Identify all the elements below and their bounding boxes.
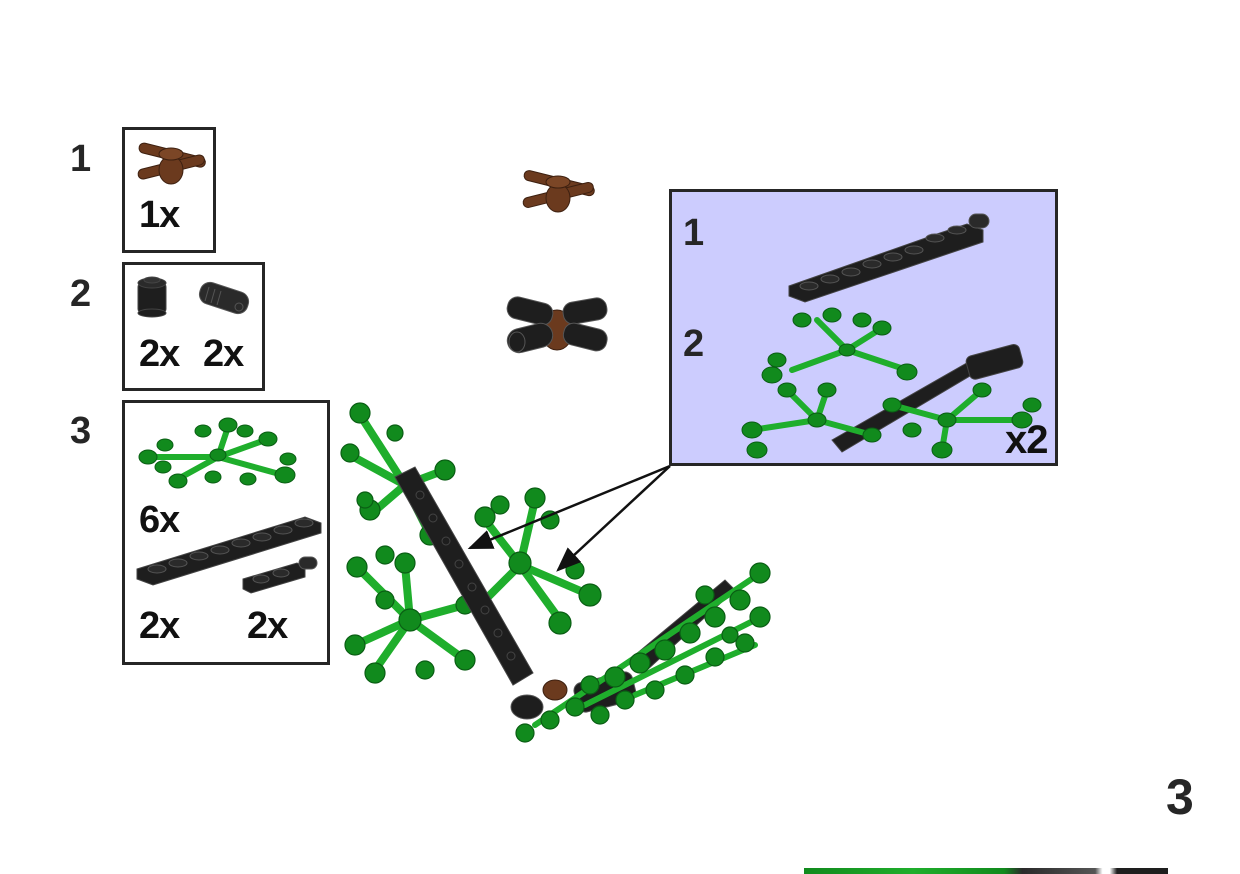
callout-step-number: 2 [683,323,705,365]
hinge-plate-icon [242,556,318,594]
arrow-to-plate [467,464,671,550]
quantity-label: 2x [139,605,180,647]
leaf-assembly-icon [741,307,1042,459]
next-page-preview-strip [804,868,1168,874]
parts-box-step-1: 1x [122,127,216,253]
plate-1x8-icon [136,516,322,586]
parts-box-step-3: 6x 2x 2x [122,400,330,665]
substep-number: 2 [70,273,92,315]
leaf-branch-icon [138,417,297,489]
quantity-label: 2x [247,605,288,647]
parts-box-step-2: 2x 2x [122,262,265,391]
assembled-tree-branch [340,402,771,743]
page-number: 3 [1166,769,1194,825]
hub-with-connectors-icon [506,296,608,354]
subassembly-callout: 1 2 [669,189,1058,466]
quantity-label: 2x [203,333,244,375]
callout-multiplier: x2 [1005,418,1048,462]
brown-hub-icon [522,170,595,213]
quantity-label: 6x [139,499,180,541]
brown-hub-icon [137,142,206,185]
plate-1x8-with-hinge-icon [788,213,990,303]
callout-step-number: 1 [683,212,705,254]
round-brick-icon [137,276,167,318]
substep-number: 3 [70,410,92,452]
quantity-label: 2x [139,333,180,375]
quantity-label: 1x [139,194,180,236]
ball-joint-icon [198,281,250,315]
substep-number: 1 [70,138,92,180]
arrow-to-leaves [556,465,671,572]
